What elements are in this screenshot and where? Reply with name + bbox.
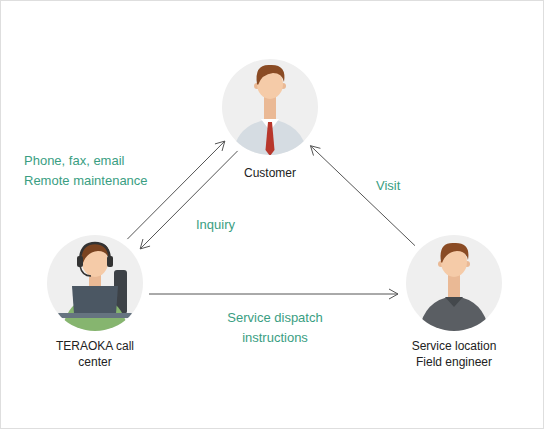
edge-label: Inquiry [196,215,256,235]
neck [448,274,460,298]
avatar-circle [47,235,143,331]
headset-band [80,243,110,262]
arrow-head [310,146,320,156]
headset-earpiece [77,256,83,267]
laptop-base [58,313,132,318]
shirt [418,296,490,340]
avatar-space [40,235,150,338]
hair [257,65,285,85]
collar [445,297,463,307]
arrow-head [389,289,398,299]
headset-earpiece [107,256,113,267]
avatar-space [222,59,318,165]
avatar-circle [222,59,318,155]
avatar-space [399,235,509,338]
engineer-avatar [406,235,502,340]
flow-arrow [149,289,398,299]
edge-label: Service dispatch instructions [210,308,340,348]
flow-arrow [140,151,237,249]
person-node: Customer [222,59,318,181]
arrow-head [215,141,225,151]
laptop-screen [72,286,118,314]
edge-label: Phone, fax, email Remote maintenance [24,151,156,191]
operator-avatar [47,235,143,340]
customer-avatar [222,59,318,160]
person-node: Service location Field engineer [399,235,509,370]
person-figure [58,243,132,340]
node-label: TERAOKA call center [55,338,135,370]
hair [441,243,469,263]
person-figure [232,65,308,160]
node-label: Service location Field engineer [402,338,506,370]
headset-mic [80,266,91,276]
person-node: TERAOKA call center [40,235,150,370]
shirt [232,119,308,160]
arrow-line [149,294,398,295]
arrow-line [140,151,237,249]
arrow-head [140,239,150,249]
arrow-line [310,146,415,246]
neck [264,96,276,121]
tie [266,122,275,156]
edge-label: Visit [376,176,426,196]
person-figure [418,243,490,340]
node-label: Customer [220,165,320,181]
flow-arrow [310,146,415,246]
